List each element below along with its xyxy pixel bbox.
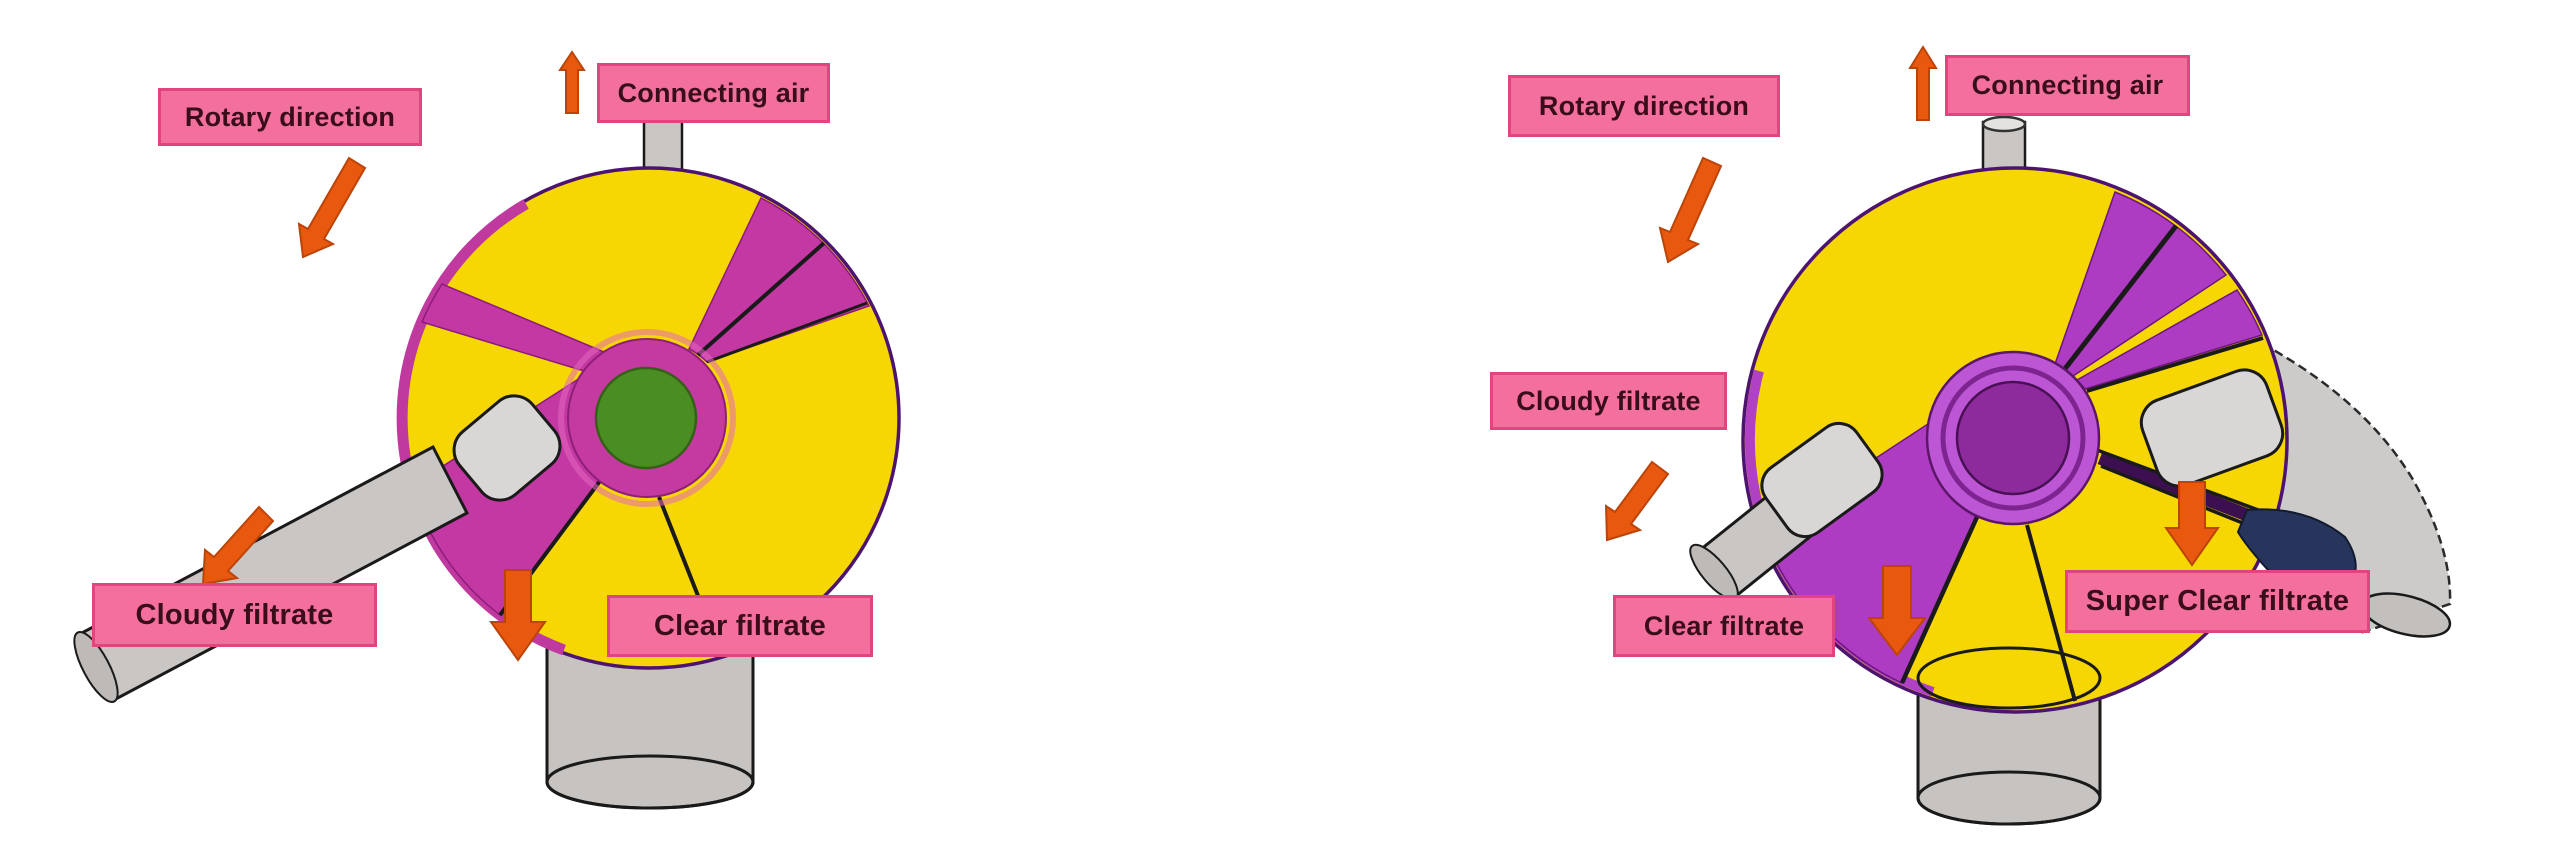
right-connecting-air-pipe (1981, 115, 2027, 176)
right-label-rotary-direction: Rotary direction (1508, 75, 1780, 137)
right-connecting-air-up-arrow-icon (1908, 45, 1938, 121)
left-diagram (73, 50, 901, 810)
left-rotary-direction-arrow-icon (297, 156, 367, 259)
left-clear-filtrate-cylinder (545, 643, 755, 810)
right-label-clear-filtrate: Clear filtrate (1613, 595, 1835, 657)
right-disc-window-right (2139, 368, 2285, 488)
right-cylinder-top-rim (1916, 646, 2102, 710)
right-diagram (1604, 45, 2452, 826)
right-super-clear-filtrate-arrow-icon (2164, 481, 2220, 567)
right-rotary-direction-arrow-icon (1658, 156, 1723, 264)
right-label-connecting-air: Connecting air (1945, 55, 2190, 116)
left-label-connecting-air: Connecting air (597, 63, 830, 123)
right-clear-filtrate-arrow-icon (1866, 565, 1928, 657)
left-cloudy-filtrate-pipe (73, 444, 470, 703)
right-label-cloudy-filtrate: Cloudy filtrate (1490, 372, 1727, 430)
left-valve-center (558, 329, 736, 507)
left-label-clear-filtrate: Clear filtrate (607, 595, 873, 657)
left-cloudy-filtrate-arrow-icon (201, 505, 275, 586)
right-cloudy-filtrate-arrow-icon (1604, 460, 1670, 542)
left-label-rotary-direction: Rotary direction (158, 88, 422, 146)
right-valve-center (1925, 350, 2101, 526)
left-center-green-core (594, 366, 698, 470)
left-connecting-air-up-arrow-icon (558, 50, 586, 114)
right-label-super-clear-filtrate: Super Clear filtrate (2065, 570, 2370, 633)
left-label-cloudy-filtrate: Cloudy filtrate (92, 583, 377, 647)
left-connecting-air-pipe (642, 114, 684, 174)
right-disc-window-left (1760, 421, 1884, 539)
left-disc-window (452, 394, 562, 502)
left-clear-filtrate-arrow-icon (489, 569, 547, 662)
right-navy-outlet (2236, 508, 2357, 590)
right-center-purple-core (1955, 380, 2071, 496)
